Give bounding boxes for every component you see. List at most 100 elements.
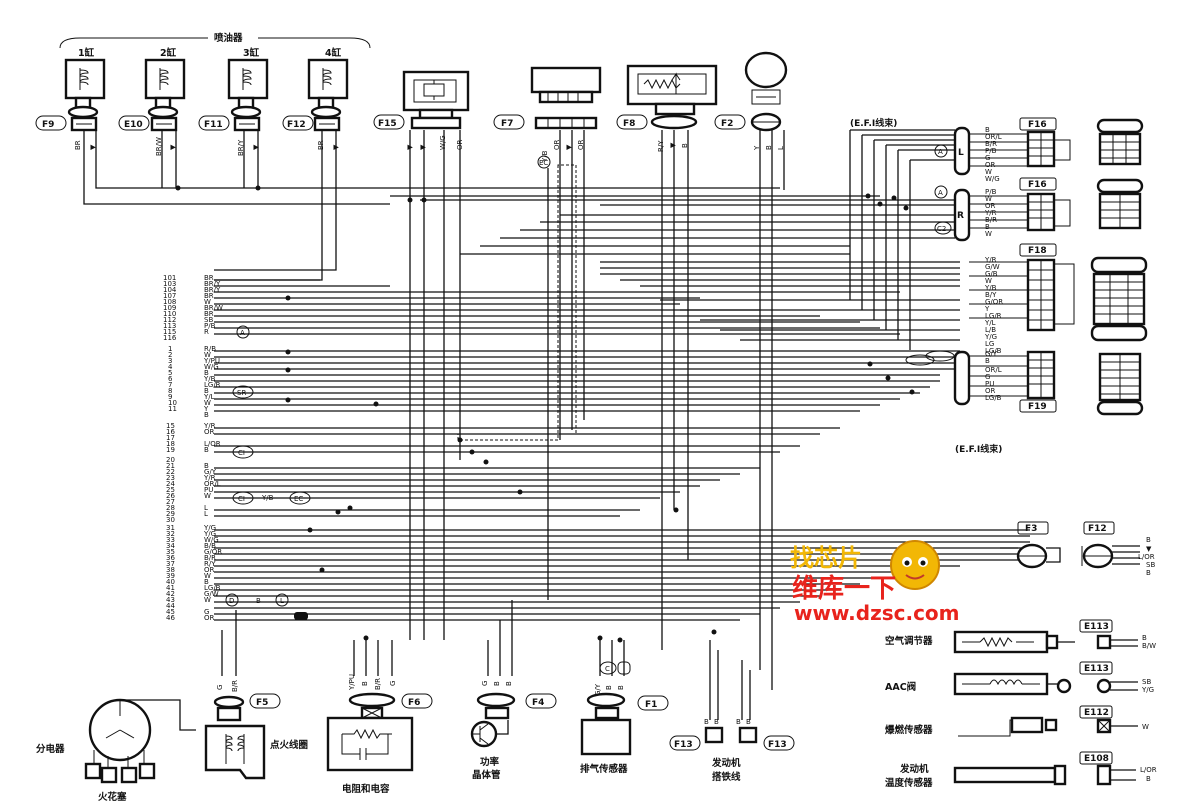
cyl-label: 4缸 — [325, 47, 342, 59]
svg-text:OR/L: OR/L — [204, 480, 221, 488]
svg-text:W: W — [1142, 723, 1149, 731]
svg-text:▼: ▼ — [419, 144, 427, 150]
svg-text:CI: CI — [238, 495, 245, 503]
component-f15 — [402, 70, 470, 130]
svg-text:Y: Y — [984, 305, 990, 313]
svg-text:B: B — [361, 681, 369, 686]
svg-text:34: 34 — [166, 542, 175, 550]
conn-f11: F11 — [204, 120, 223, 130]
svg-text:PU: PU — [204, 486, 213, 494]
svg-text:BR: BR — [74, 140, 82, 150]
svg-text:9: 9 — [168, 393, 172, 401]
svg-text:C: C — [605, 665, 610, 673]
inline-b-label: B — [256, 597, 261, 605]
svg-text:B: B — [1146, 569, 1151, 577]
svg-text:B/R: B/R — [231, 680, 239, 692]
svg-text:R: R — [957, 211, 964, 221]
svg-text:B: B — [617, 685, 625, 690]
svg-text:W: W — [204, 298, 211, 306]
watermark-line1: 维库一下 — [792, 573, 896, 604]
watermark-line2: www.dzsc.com — [794, 601, 960, 625]
svg-text:W: W — [204, 351, 211, 359]
svg-text:4: 4 — [168, 363, 173, 371]
injector-title: 喷油器 — [214, 32, 243, 44]
svg-text:L: L — [280, 597, 284, 605]
svg-text:LG/R: LG/R — [985, 312, 1002, 320]
svg-text:W: W — [204, 399, 211, 407]
upper-right-wires — [390, 129, 960, 350]
svg-text:108: 108 — [163, 298, 176, 306]
svg-text:功率: 功率 — [480, 756, 500, 768]
f7-wire-labels: Y/B OR ▼ OR — [541, 139, 585, 163]
svg-text:LG: LG — [985, 340, 994, 348]
svg-text:▼: ▼ — [1146, 545, 1152, 553]
exhaust-sensor: C G/Y B B F1 排气传感器 — [580, 640, 669, 775]
svg-text:晶体管: 晶体管 — [472, 769, 501, 781]
right-group-f18: Y/R G/W G/B W Y/B B/Y G/OR Y LG/R Y/L L/… — [969, 243, 1148, 355]
svg-text:19: 19 — [166, 446, 175, 454]
svg-text:BR/Y: BR/Y — [237, 139, 245, 156]
svg-text:G/Y: G/Y — [985, 350, 998, 358]
injector-2: 2缸 — [144, 47, 186, 132]
svg-text:23: 23 — [166, 474, 175, 482]
svg-text:F12: F12 — [1088, 524, 1107, 534]
svg-text:LG/B: LG/B — [985, 347, 1002, 355]
svg-text:11: 11 — [168, 405, 177, 413]
svg-text:F13: F13 — [674, 740, 693, 750]
injector-bracket — [59, 37, 371, 49]
svg-text:W/G: W/G — [204, 363, 219, 371]
svg-text:LG/B: LG/B — [985, 394, 1002, 402]
svg-text:L: L — [204, 504, 208, 512]
svg-text:P/B: P/B — [985, 147, 997, 155]
svg-text:B: B — [985, 223, 990, 231]
svg-text:LG/R: LG/R — [204, 381, 221, 389]
svg-text:Y/R: Y/R — [203, 422, 216, 430]
svg-text:40: 40 — [166, 578, 175, 586]
svg-text:31: 31 — [166, 524, 175, 532]
svg-text:22: 22 — [166, 468, 175, 476]
svg-text:Y/G: Y/G — [203, 530, 216, 538]
svg-text:10: 10 — [168, 399, 177, 407]
svg-text:20: 20 — [166, 456, 175, 464]
svg-text:AAC阀: AAC阀 — [885, 681, 916, 693]
svg-text:BR/Y: BR/Y — [204, 280, 221, 288]
svg-text:L: L — [777, 146, 785, 150]
svg-text:L/OR: L/OR — [1140, 766, 1157, 774]
f3-f12-parts: F3 F12 B ▼ L/OR SB B — [1000, 521, 1155, 577]
inline-yb-label: Y/B — [261, 494, 274, 502]
svg-text:B: B — [204, 369, 209, 377]
svg-text:W: W — [985, 195, 992, 203]
svg-text:Y/B: Y/B — [984, 284, 997, 292]
svg-text:B: B — [704, 718, 709, 726]
svg-text:8: 8 — [168, 387, 172, 395]
svg-text:W: W — [204, 572, 211, 580]
svg-text:G/Y: G/Y — [204, 468, 217, 476]
svg-text:18: 18 — [166, 440, 175, 448]
svg-text:SR: SR — [237, 389, 246, 397]
svg-text:OR/L: OR/L — [985, 133, 1002, 141]
svg-text:6: 6 — [168, 375, 173, 383]
svg-text:Y/R: Y/R — [984, 256, 997, 264]
svg-text:B: B — [1146, 536, 1151, 544]
svg-text:B/R: B/R — [985, 140, 997, 148]
spark-plug-label: 火花塞 — [98, 791, 127, 803]
svg-text:W: W — [985, 230, 992, 238]
svg-text:B/R: B/R — [374, 678, 382, 690]
svg-text:爆燃传感器: 爆燃传感器 — [885, 724, 933, 736]
svg-text:F19: F19 — [1028, 402, 1047, 412]
svg-text:G/Y: G/Y — [594, 683, 602, 696]
svg-text:R/Y: R/Y — [657, 140, 665, 152]
svg-text:110: 110 — [163, 310, 176, 318]
harness-label-top: (E.F.I线束) — [850, 117, 897, 129]
svg-text:2: 2 — [168, 351, 172, 359]
conn-f12: F12 — [287, 120, 306, 130]
svg-text:D: D — [229, 597, 234, 605]
conn-e10: E10 — [124, 120, 143, 130]
svg-text:B: B — [765, 145, 773, 150]
ecu-marks: A SR CI CI Y/B EC D B L — [225, 325, 311, 620]
harness-label-mid: (E.F.I线束) — [955, 443, 1002, 455]
knock-sensor: 爆燃传感器 E112 W — [885, 705, 1149, 737]
svg-text:▼: ▼ — [252, 144, 260, 150]
svg-text:W/G: W/G — [439, 135, 447, 150]
top-vertical-wires — [83, 130, 785, 690]
